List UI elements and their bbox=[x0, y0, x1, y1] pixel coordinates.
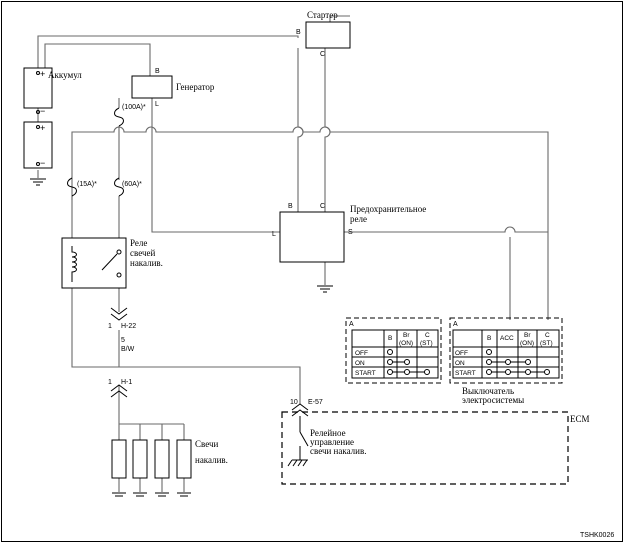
ecm-label: ECM bbox=[570, 414, 590, 424]
right-row-off: OFF bbox=[455, 350, 468, 357]
glow-plugs-label-1: Свечи bbox=[195, 439, 218, 449]
starter: Стартер B C bbox=[296, 10, 351, 58]
left-row-off: OFF bbox=[355, 350, 368, 357]
battery: + − + − Аккумул bbox=[23, 67, 82, 169]
right-row-start: START bbox=[455, 370, 476, 377]
safety-relay-term-l: L bbox=[272, 231, 276, 238]
starter-term-b: B bbox=[296, 29, 301, 36]
glow-plugs: Свечи накалив. bbox=[111, 439, 228, 479]
right-h-on: (ON) bbox=[520, 340, 534, 347]
safety-relay-ground-icon bbox=[317, 285, 333, 293]
ign-switch-label-1: Выключатель bbox=[462, 386, 514, 396]
wire-size: 5 bbox=[121, 337, 125, 344]
ecm-relay-label-2: управление bbox=[310, 437, 354, 447]
safety-relay-label-1: Предохранительное bbox=[350, 204, 426, 214]
glow-plug-3 bbox=[154, 439, 170, 479]
battery-plus-label-2: + bbox=[40, 123, 45, 133]
h22-pin: 1 bbox=[108, 323, 112, 330]
battery-cell-bottom bbox=[23, 121, 53, 169]
glow-plug-1 bbox=[111, 439, 127, 479]
left-h-br: Br bbox=[403, 332, 410, 339]
battery-plus-label: + bbox=[40, 69, 45, 79]
fuse-15a: (15A)* bbox=[67, 177, 97, 197]
e57-label: E-57 bbox=[308, 399, 323, 406]
ign-switch-left: A B Br (ON) C (ST) OFF ON START bbox=[345, 317, 442, 384]
safety-relay: B C L S Предохранительное реле bbox=[272, 203, 426, 263]
connector-h1: 1 H-1 bbox=[108, 379, 132, 398]
safety-relay-label-2: реле bbox=[350, 214, 367, 224]
generator: Генератор B L bbox=[131, 68, 215, 108]
glow-relay-label-1: Реле bbox=[130, 238, 147, 248]
right-h-b: B bbox=[487, 335, 491, 342]
glow-relay: Реле свечей накалив. bbox=[61, 237, 163, 289]
battery-ground-icon bbox=[30, 178, 46, 186]
glow-relay-label-2: свечей bbox=[130, 248, 155, 258]
battery-minus-label-2: − bbox=[40, 158, 45, 168]
right-row-on: ON bbox=[455, 360, 465, 367]
left-h-on: (ON) bbox=[399, 340, 413, 347]
ign-switch-label-2: электросистемы bbox=[462, 395, 524, 405]
h1-label: H-1 bbox=[121, 379, 132, 386]
safety-relay-term-c: C bbox=[320, 203, 325, 210]
left-h-b: B bbox=[388, 335, 392, 342]
ecm: ECM 10 E-57 Релейное управление свечи на… bbox=[281, 399, 590, 485]
right-table-corner: A bbox=[453, 321, 458, 328]
right-h-acc: ACC bbox=[500, 335, 514, 342]
wire-color: B/W bbox=[121, 346, 135, 353]
battery-minus-label: − bbox=[40, 106, 45, 116]
generator-term-l: L bbox=[155, 101, 159, 108]
fuse-100a-label: (100A)* bbox=[122, 104, 146, 111]
glow-plugs-label-2: накалив. bbox=[195, 455, 228, 465]
ign-switch-right: A B ACC Br (ON) C (ST) OFF ON START bbox=[449, 317, 563, 384]
right-h-st: (ST) bbox=[540, 340, 553, 347]
starter-label: Стартер bbox=[307, 10, 338, 20]
wires bbox=[37, 15, 549, 492]
left-row-on: ON bbox=[355, 360, 365, 367]
starter-term-c: C bbox=[320, 51, 325, 58]
right-h-br: Br bbox=[524, 332, 531, 339]
fuse-60a-label: (60A)* bbox=[122, 181, 142, 188]
glow-plug-2 bbox=[132, 439, 148, 479]
ecm-relay-label-1: Релейное bbox=[310, 428, 346, 438]
left-h-st: (ST) bbox=[420, 340, 433, 347]
left-table-corner: A bbox=[349, 321, 354, 328]
ecm-relay-label-3: свечи накалив. bbox=[310, 446, 366, 456]
h22-label: H-22 bbox=[121, 323, 136, 330]
e57-pin: 10 bbox=[290, 399, 298, 406]
right-h-c: C bbox=[545, 332, 550, 339]
glow-plug-4 bbox=[176, 439, 192, 479]
fuse-100a: (100A)* bbox=[114, 104, 146, 127]
fuse-15a-label: (15A)* bbox=[77, 181, 97, 188]
glow-relay-label-3: накалив. bbox=[130, 258, 163, 268]
glow-plug-ground-icons bbox=[112, 492, 191, 497]
connector-h22: 1 H-22 5 B/W bbox=[108, 307, 136, 353]
safety-relay-term-b: B bbox=[288, 203, 293, 210]
generator-term-b: B bbox=[155, 68, 160, 75]
left-row-start: START bbox=[355, 370, 376, 377]
safety-relay-term-s: S bbox=[348, 229, 353, 236]
generator-label: Генератор bbox=[176, 82, 215, 92]
fuse-60a: (60A)* bbox=[114, 177, 142, 197]
figure-code: TSHK0026 bbox=[580, 532, 614, 539]
left-h-c: C bbox=[425, 332, 430, 339]
h1-pin: 1 bbox=[108, 379, 112, 386]
battery-label: Аккумул bbox=[48, 70, 82, 80]
